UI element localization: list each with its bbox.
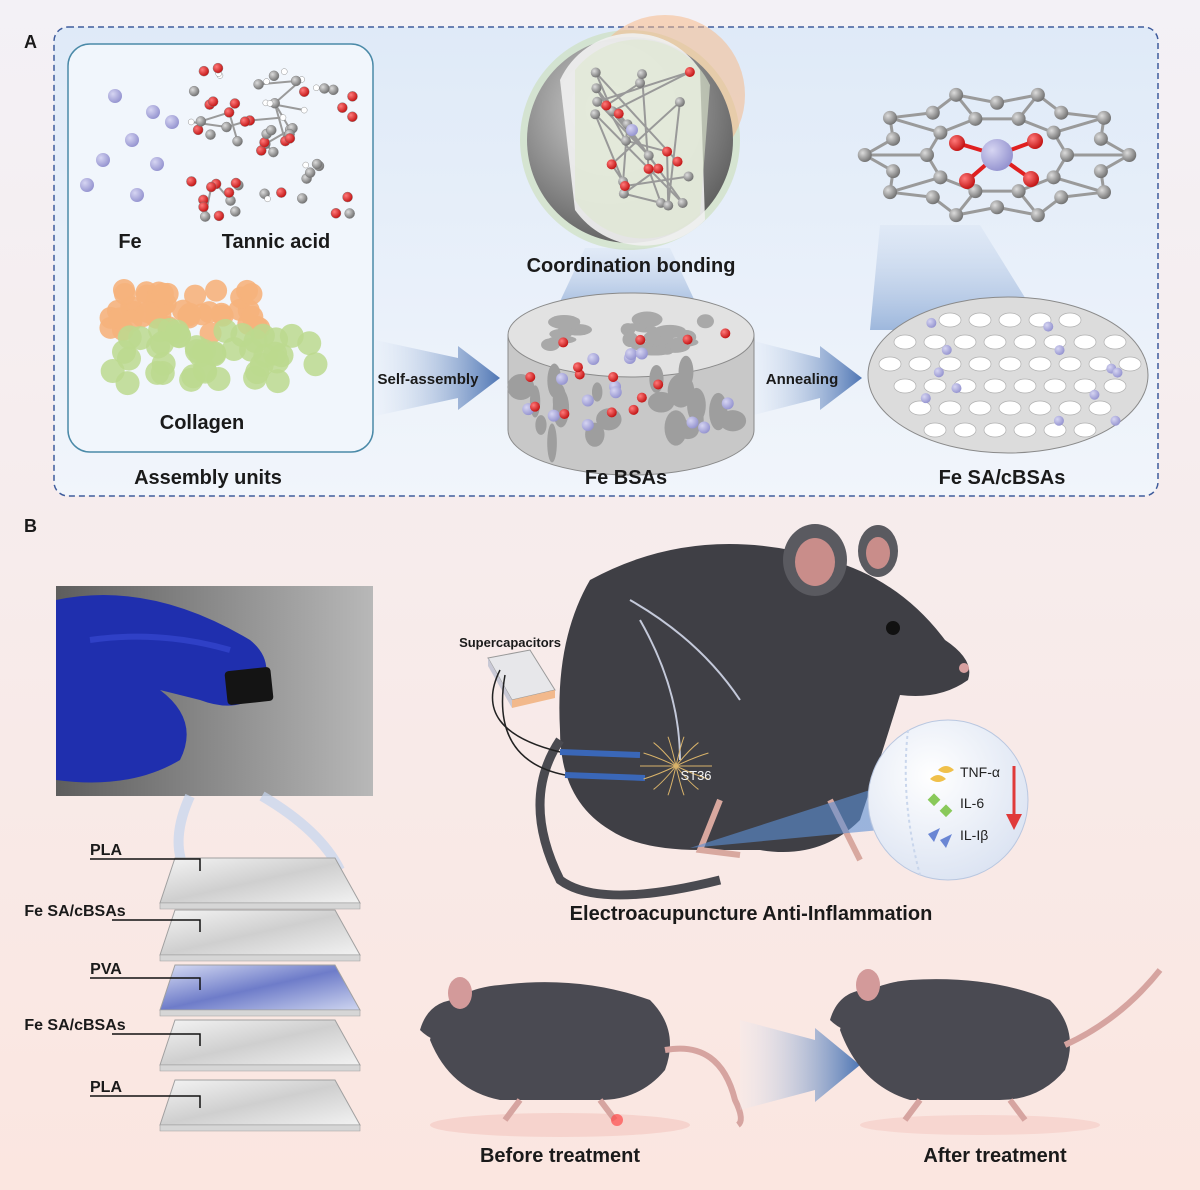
tannic-acid-label: Tannic acid — [222, 231, 331, 253]
electroacupuncture-label: Electroacupuncture Anti-Inflammation — [570, 903, 933, 925]
after-treatment-label: After treatment — [923, 1145, 1067, 1167]
annealing-label: Annealing — [766, 371, 839, 388]
cytokine-il1b-label: IL-Iβ — [960, 827, 988, 843]
annealing-arrow — [750, 340, 862, 416]
fe-atoms — [80, 89, 179, 202]
il6-marker — [927, 793, 941, 807]
assembly-units-box — [67, 43, 374, 453]
treatment-arrow — [740, 1020, 860, 1110]
supercapacitor-device — [487, 649, 556, 708]
coordination-sphere — [520, 15, 745, 250]
self-assembly-arrow — [375, 340, 500, 416]
self-assembly-label: Self-assembly — [378, 371, 480, 388]
acupoint-field — [640, 736, 712, 796]
tnf-marker — [938, 766, 954, 773]
cytokine-il6-label: IL-6 — [960, 795, 984, 811]
device-photo — [56, 586, 373, 796]
layer-label: PLA — [90, 1079, 122, 1096]
layer-label: Fe SA/cBSAs — [24, 1017, 125, 1034]
acupoint-label: ST36 — [680, 768, 711, 783]
supercapacitors-label: Supercapacitors — [459, 635, 561, 650]
mouse-after — [830, 968, 1163, 1135]
fe-sa-cbsas-disc — [867, 296, 1149, 454]
fe-bsas-label: Fe BSAs — [585, 467, 667, 489]
needle-electrode-2 — [564, 772, 646, 781]
panel-a-letter: A — [24, 32, 37, 52]
cytokine-tnf-label: TNF-α — [960, 764, 1000, 780]
panel-b-letter: B — [24, 516, 37, 536]
assembly-units-label: Assembly units — [134, 467, 282, 489]
device-sample — [224, 667, 274, 705]
fe-bsas-cylinder — [507, 292, 755, 476]
needle-electrode-1 — [559, 749, 641, 758]
fe-sa-cbsas-label: Fe SA/cBSAs — [939, 467, 1066, 489]
fe-n4-single-atom-structure — [857, 87, 1137, 223]
mouse-main — [535, 524, 970, 900]
il1b-marker — [928, 828, 940, 842]
layer-label: PLA — [90, 842, 122, 859]
tannic-acid-molecule — [186, 62, 358, 222]
cytokine-bubble — [867, 719, 1029, 881]
layer-label: Fe SA/cBSAs — [24, 903, 125, 920]
collagen-cluster — [99, 279, 328, 396]
coordination-bonding-label: Coordination bonding — [527, 255, 736, 277]
layer-label: PVA — [90, 961, 122, 978]
collagen-label: Collagen — [160, 412, 244, 434]
fe-label: Fe — [118, 231, 141, 253]
before-treatment-label: Before treatment — [480, 1145, 640, 1167]
mouse-before — [420, 977, 744, 1137]
